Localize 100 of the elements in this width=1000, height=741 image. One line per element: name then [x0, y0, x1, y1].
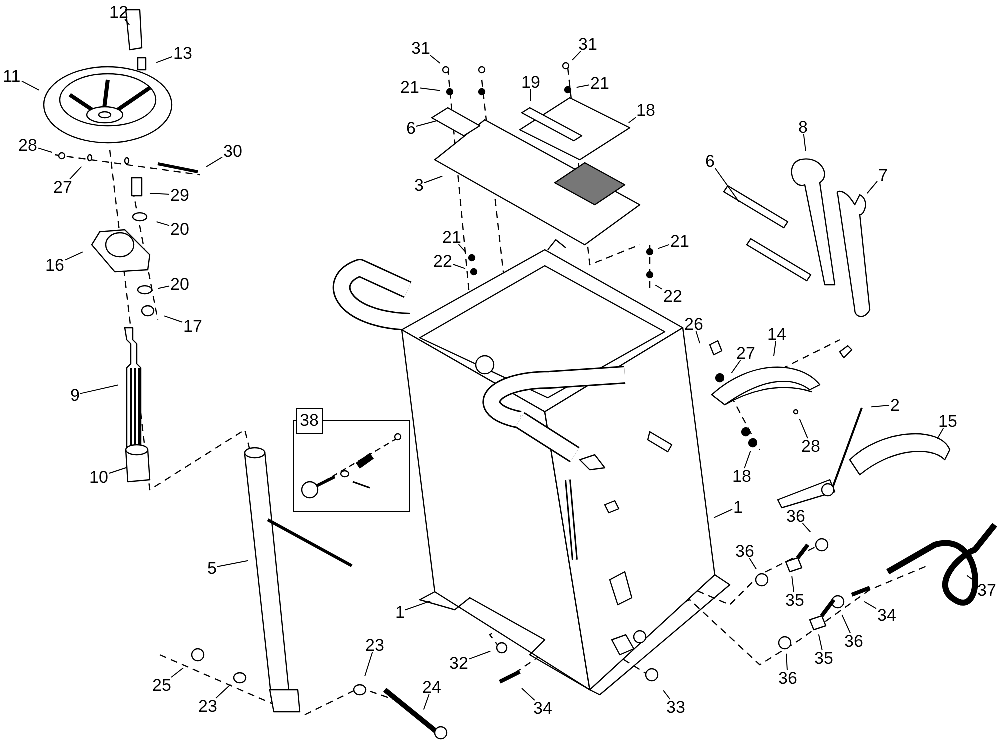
leader-line	[522, 688, 536, 701]
leader-line	[655, 284, 663, 290]
callout-number: 36	[844, 632, 864, 650]
leader-line	[842, 614, 852, 634]
leader-line	[22, 80, 40, 91]
callout-number: 27	[736, 344, 756, 362]
callout-number: 21	[442, 228, 462, 246]
leader-line	[171, 668, 184, 678]
callout-number: 22	[434, 252, 452, 270]
leader-line	[803, 134, 806, 152]
leader-line	[364, 652, 374, 677]
leader-line	[430, 55, 441, 64]
callout-number: 31	[412, 38, 430, 58]
callout-number: 27	[54, 178, 72, 196]
callout-number: 1	[396, 602, 405, 622]
leader-line	[420, 88, 441, 92]
callout-number: 8	[798, 118, 808, 136]
callout-number: 20	[170, 274, 190, 294]
callout-number: 17	[184, 316, 202, 336]
leader-line	[453, 264, 466, 270]
callout-number: 14	[768, 324, 786, 344]
callout-number: 28	[18, 136, 38, 154]
leader-line	[663, 690, 671, 700]
leader-line	[156, 56, 173, 64]
leader-line	[416, 120, 439, 127]
leader-line	[405, 600, 432, 611]
leader-line	[530, 89, 532, 102]
leader-line	[936, 428, 944, 440]
callout-number: 7	[878, 166, 888, 184]
leader-line	[469, 650, 492, 660]
leader-line	[866, 181, 878, 194]
callout-number: 36	[736, 542, 754, 560]
leader-line	[576, 84, 590, 88]
leader-line	[871, 405, 890, 408]
leader-line	[156, 222, 170, 226]
callout-number: 36	[778, 668, 798, 688]
callout-number: 3	[414, 176, 424, 194]
leader-line	[164, 316, 183, 323]
leader-line	[818, 634, 823, 651]
callout-number: 22	[664, 286, 682, 306]
callout-number: 38	[296, 408, 323, 434]
callout-number: 9	[70, 386, 80, 404]
callout-number: 6	[406, 118, 416, 138]
callout-number: 6	[706, 152, 715, 170]
leader-line	[216, 684, 232, 699]
leader-line	[731, 360, 742, 374]
leader-line	[714, 168, 740, 202]
leader-line	[158, 286, 170, 290]
leader-line	[696, 331, 700, 344]
callout-number: 34	[534, 698, 552, 718]
leader-line	[124, 19, 130, 26]
leader-line	[150, 193, 170, 195]
callout-number: 11	[3, 66, 21, 86]
callout-number: 37	[978, 580, 996, 600]
callout-number: 23	[198, 696, 218, 716]
callout-number: 13	[174, 44, 192, 62]
callout-number: 20	[170, 220, 190, 238]
leader-line	[802, 523, 812, 533]
callout-number: 35	[786, 590, 804, 610]
leader-line	[774, 341, 776, 357]
callout-number: 18	[636, 100, 656, 120]
callout-number: 19	[522, 72, 540, 92]
callout-number: 31	[578, 34, 598, 54]
callout-number: 26	[684, 314, 704, 334]
leader-line	[206, 156, 223, 168]
leader-line	[217, 560, 249, 568]
leader-line	[714, 509, 733, 518]
callout-number: 1	[734, 498, 743, 516]
callout-number: 23	[366, 636, 384, 654]
leader-line	[458, 244, 467, 254]
leader-line	[864, 601, 877, 610]
callout-number: 5	[208, 558, 217, 578]
callout-number: 21	[400, 78, 420, 96]
leader-line	[80, 384, 119, 394]
leader-line	[69, 166, 82, 180]
leader-line	[744, 450, 752, 469]
leader-line	[572, 51, 582, 61]
leader-line	[109, 468, 127, 474]
callout-number: 18	[732, 466, 752, 486]
callout-number: 10	[90, 468, 108, 486]
callout-number: 30	[224, 142, 242, 160]
leader-line	[749, 558, 757, 570]
callout-number: 24	[422, 678, 442, 696]
callout-number: 2	[890, 396, 900, 414]
callout-number: 35	[814, 648, 834, 668]
callout-number: 15	[938, 412, 958, 430]
leader-line	[628, 117, 637, 124]
callout-number: 32	[450, 654, 468, 672]
callout-number: 25	[152, 676, 172, 694]
callout-number: 36	[786, 506, 806, 526]
callout-number: 21	[590, 74, 610, 92]
callout-number: 34	[878, 606, 896, 624]
leader-line	[424, 176, 444, 184]
leader-line	[65, 252, 84, 261]
leader-line	[423, 694, 430, 710]
leader-line	[38, 148, 53, 154]
callout-number: 33	[666, 698, 686, 716]
leader-line	[786, 653, 788, 671]
callout-number: 21	[670, 232, 690, 250]
callout-number: 28	[802, 436, 820, 456]
